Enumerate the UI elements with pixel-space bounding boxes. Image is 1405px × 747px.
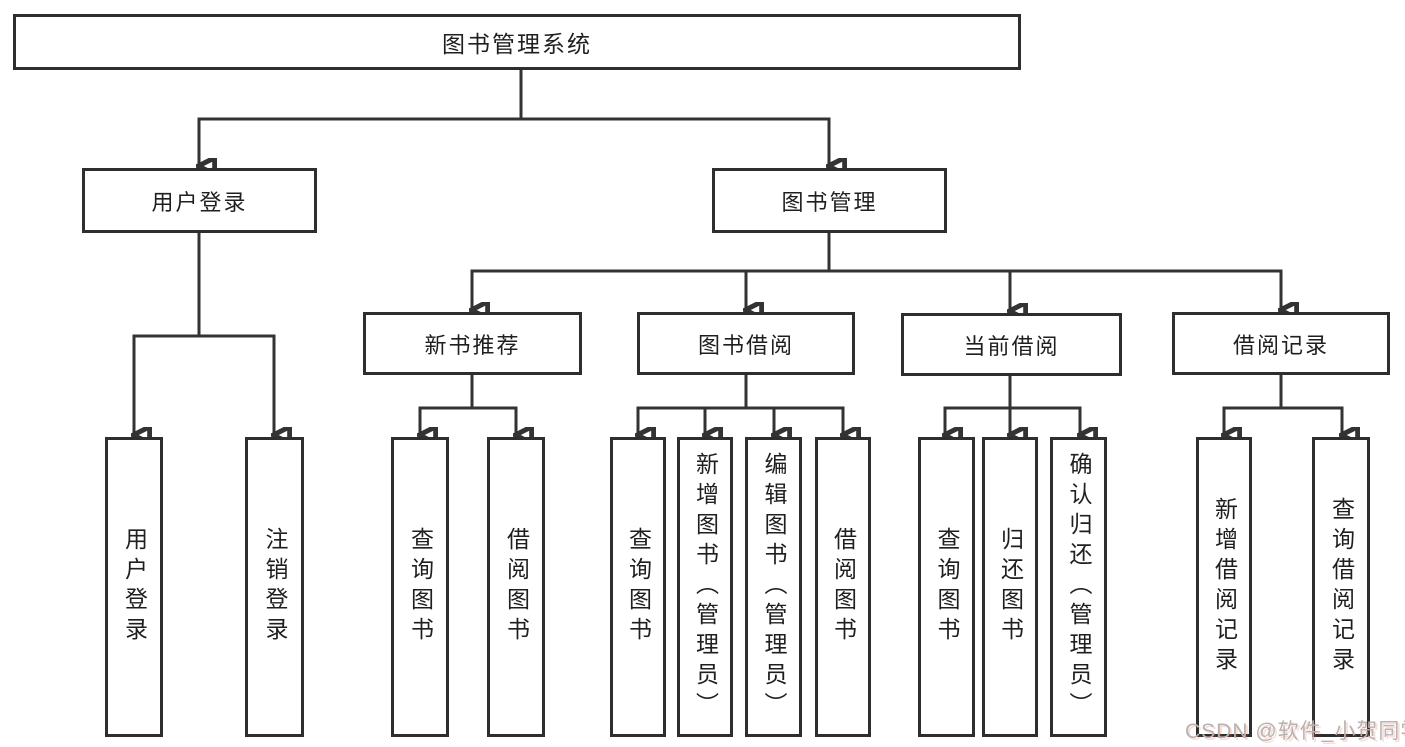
leaf-return-books-label: 归还图书 (997, 527, 1024, 647)
leaf-query-books-2-label: 查询图书 (625, 527, 652, 647)
leaf-edit-books-admin: 编辑图书（管理员） (745, 437, 802, 737)
node-book-borrow-label: 图书借阅 (697, 332, 794, 358)
leaf-query-borrow-record: 查询借阅记录 (1312, 437, 1370, 737)
leaf-user-login: 用户登录 (105, 437, 163, 737)
leaf-add-borrow-record: 新增借阅记录 (1196, 437, 1252, 737)
node-root: 图书管理系统 (13, 14, 1021, 70)
node-new-book-recommend-label: 新书推荐 (424, 332, 521, 358)
node-new-book-recommend: 新书推荐 (363, 312, 582, 375)
node-user-login: 用户登录 (82, 168, 317, 233)
node-book-management-label: 图书管理 (781, 189, 878, 215)
node-current-borrow: 当前借阅 (901, 313, 1122, 376)
leaf-query-books-3-label: 查询图书 (934, 527, 960, 647)
node-root-label: 图书管理系统 (442, 31, 592, 57)
leaf-logout-label: 注销登录 (262, 527, 288, 647)
node-book-management: 图书管理 (712, 168, 947, 233)
leaf-borrow-books-2-label: 借阅图书 (830, 527, 857, 647)
leaf-query-books-3: 查询图书 (918, 437, 975, 737)
node-book-borrow: 图书借阅 (637, 312, 855, 375)
leaf-add-borrow-record-label: 新增借阅记录 (1211, 497, 1238, 677)
leaf-add-books-admin-label: 新增图书（管理员） (692, 452, 719, 722)
leaf-return-books: 归还图书 (982, 437, 1038, 737)
leaf-confirm-return-admin: 确认归还（管理员） (1050, 437, 1107, 737)
leaf-borrow-books-1: 借阅图书 (487, 437, 545, 737)
node-borrow-records-label: 借阅记录 (1232, 332, 1329, 358)
leaf-query-books-1: 查询图书 (391, 437, 449, 737)
node-current-borrow-label: 当前借阅 (963, 333, 1060, 359)
leaf-logout: 注销登录 (245, 437, 304, 737)
leaf-user-login-label: 用户登录 (121, 527, 148, 647)
leaf-query-books-2: 查询图书 (610, 437, 666, 737)
leaf-query-borrow-record-label: 查询借阅记录 (1328, 497, 1355, 677)
node-user-login-label: 用户登录 (151, 189, 248, 215)
leaf-borrow-books-2: 借阅图书 (815, 437, 871, 737)
leaf-add-books-admin: 新增图书（管理员） (677, 437, 733, 737)
csdn-watermark: CSDN @软件_小贺同学 (1185, 720, 1405, 743)
leaf-borrow-books-1-label: 借阅图书 (503, 527, 530, 647)
node-borrow-records: 借阅记录 (1172, 312, 1390, 375)
leaf-confirm-return-admin-label: 确认归还（管理员） (1066, 452, 1092, 722)
leaf-edit-books-admin-label: 编辑图书（管理员） (761, 452, 787, 722)
leaf-query-books-1-label: 查询图书 (407, 527, 434, 647)
